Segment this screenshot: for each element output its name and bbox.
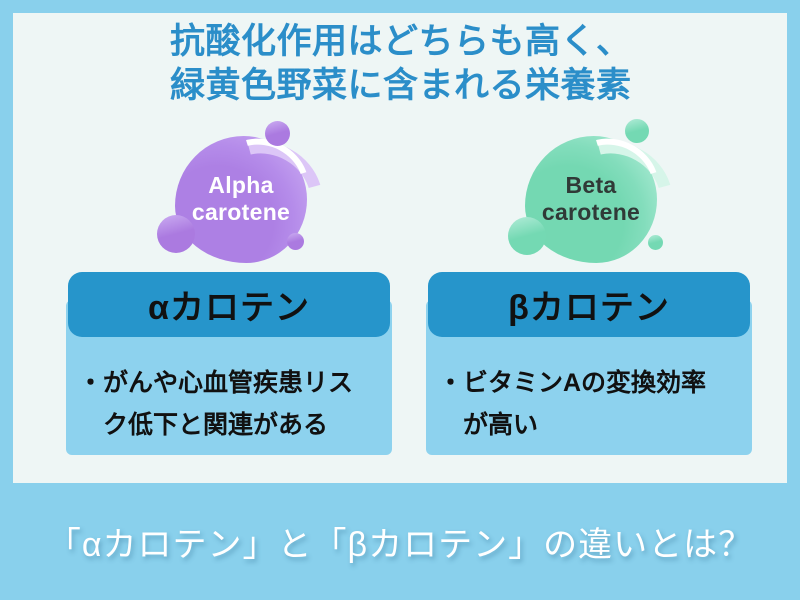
beta-carotene-bubble (525, 136, 657, 263)
title-line-1: 抗酸化作用はどちらも高く、 (170, 22, 632, 61)
beta-satellite-bubble (508, 217, 546, 255)
alpha-bullet-text: ・がんや心血管疾患リス ク低下と関連がある (66, 362, 384, 446)
alpha-bullet-line-1: ・がんや心血管疾患リス (78, 369, 354, 397)
alpha-satellite-bubble (265, 121, 290, 146)
alpha-satellite-bubble (157, 215, 195, 253)
page-title: 抗酸化作用はどちらも高く、 緑黄色野菜に含まれる栄養素 (170, 20, 632, 108)
alpha-header-bar: αカロテン (68, 272, 390, 337)
alpha-carotene-bubble (175, 136, 307, 263)
beta-label-line-1: Beta (565, 172, 617, 198)
beta-satellite-bubble (648, 235, 663, 250)
alpha-label-line-2: carotene (191, 199, 291, 225)
beta-header-label: βカロテン (508, 289, 670, 327)
beta-bubble-label: Beta carotene (525, 172, 657, 226)
alpha-label-line-1: Alpha (208, 172, 274, 198)
footer-caption: 「αカロテン」と「βカロテン」の違いとは？ (0, 483, 800, 600)
beta-satellite-bubble (625, 119, 649, 143)
beta-bullet-text: ・ビタミンAの変換効率 が高い (426, 362, 744, 446)
title-line-2: 緑黄色野菜に含まれる栄養素 (170, 66, 632, 105)
beta-bullet-line-2: が高い (463, 411, 539, 439)
beta-header-bar: βカロテン (428, 272, 750, 337)
footer-caption-text: 「αカロテン」と「βカロテン」の違いとは？ (46, 526, 754, 564)
alpha-bubble-label: Alpha carotene (175, 172, 307, 226)
alpha-header-label: αカロテン (148, 289, 310, 327)
beta-label-line-2: carotene (541, 199, 641, 225)
alpha-satellite-bubble (287, 233, 304, 250)
beta-bullet-line-1: ・ビタミンAの変換効率 (438, 369, 707, 397)
alpha-bullet-line-2: ク低下と関連がある (103, 411, 329, 439)
